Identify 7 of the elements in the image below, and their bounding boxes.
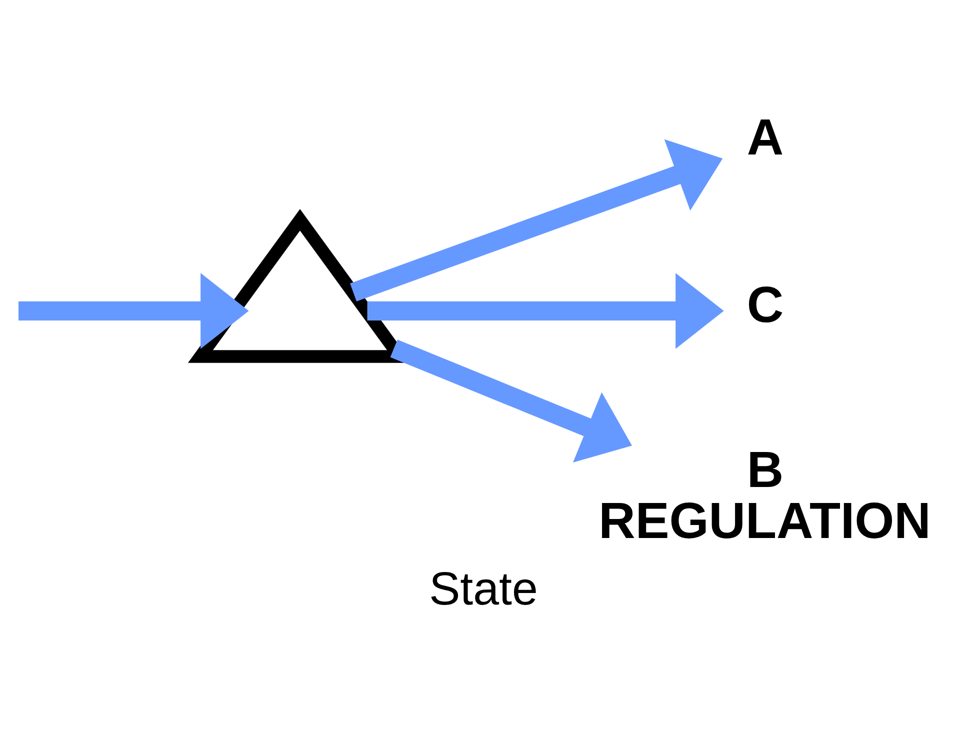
arrow: [390, 340, 632, 463]
node-text: C: [746, 276, 784, 333]
arrow: [18, 272, 249, 349]
caption: State: [429, 562, 538, 614]
node-text: B REGULATION: [598, 441, 931, 549]
node-text: A: [746, 108, 784, 166]
arrow: [350, 139, 723, 302]
